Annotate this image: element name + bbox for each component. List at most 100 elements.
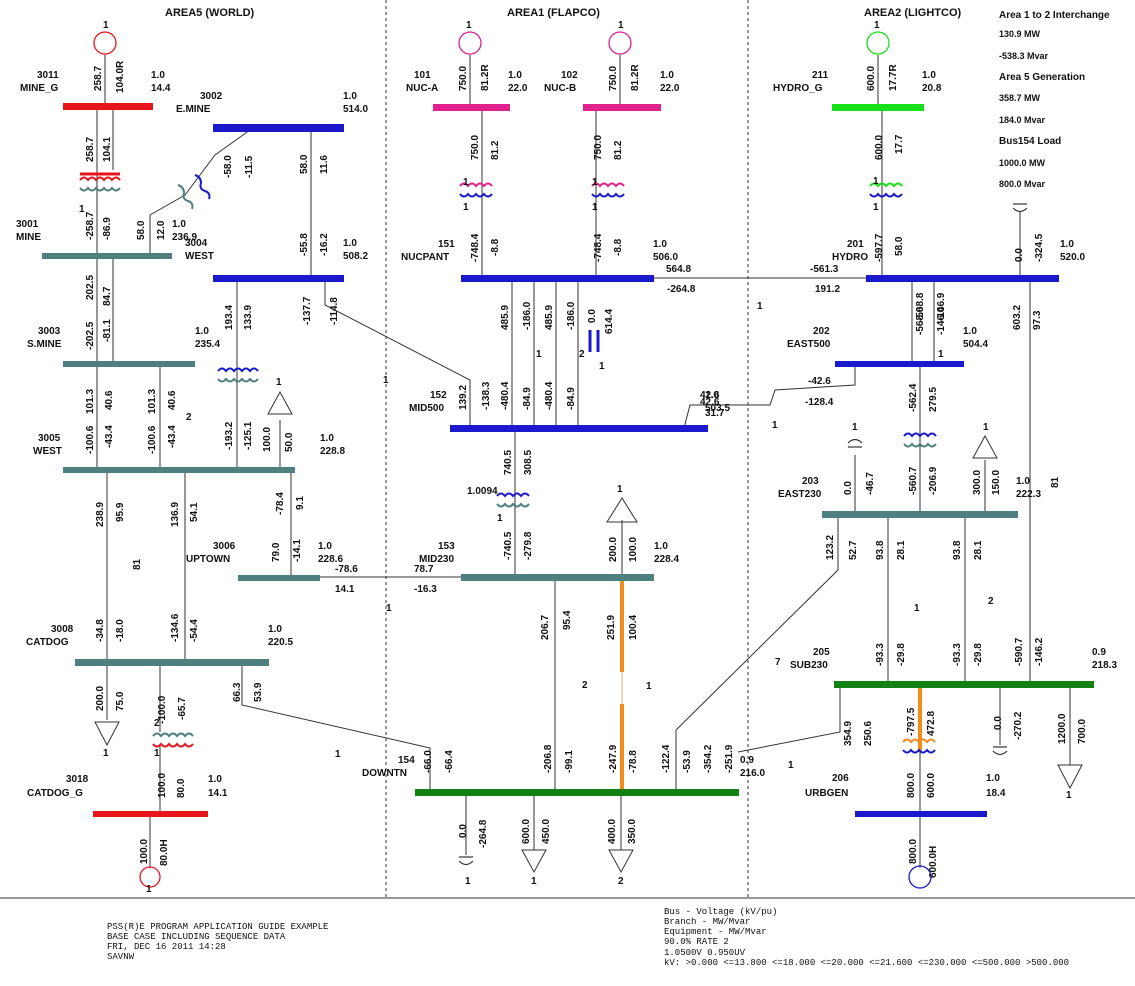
bus-3018-name: CATDOG_G xyxy=(27,788,83,799)
bus-3018-bar[interactable] xyxy=(93,811,208,817)
flow-value: 136.9 xyxy=(170,502,181,527)
shunt-151-icon[interactable] xyxy=(588,330,600,352)
bus-203-kv: 222.3 xyxy=(1016,489,1041,500)
load-3005-icon[interactable] xyxy=(267,390,293,415)
flow-value: -78.6 xyxy=(335,564,358,575)
footer-title-line: PSS(R)E PROGRAM APPLICATION GUIDE EXAMPL… xyxy=(107,922,328,932)
generators[interactable] xyxy=(93,31,932,889)
flow-value: 472.8 xyxy=(926,711,937,736)
equipment-id: 1 xyxy=(154,748,160,759)
shunt-154-icon[interactable] xyxy=(458,856,474,866)
bus-102-name: NUC-B xyxy=(544,83,576,94)
flow-value: 52.7 xyxy=(848,540,859,560)
equipment-id: 7 xyxy=(775,657,781,668)
bus-3011-pu: 1.0 xyxy=(151,70,165,81)
bus-201-bar[interactable] xyxy=(866,275,1059,282)
area-title-flapco: AREA1 (FLAPCO) xyxy=(507,7,600,19)
flow-value: 100.0 xyxy=(262,427,273,452)
bus-3005-bar[interactable] xyxy=(63,467,295,473)
bus-3006-bar[interactable] xyxy=(238,575,320,581)
equipment-id: 1 xyxy=(938,349,944,360)
generator-101-icon[interactable] xyxy=(458,31,482,55)
bus-3001-bar[interactable] xyxy=(42,253,172,259)
generator-211-icon[interactable] xyxy=(866,31,890,55)
bus-3002-bar[interactable] xyxy=(213,124,344,132)
bus-101-bar[interactable] xyxy=(433,104,510,111)
transformers[interactable] xyxy=(79,172,937,754)
generator-3018-icon[interactable] xyxy=(139,866,161,888)
flow-value: 200.0 xyxy=(95,686,106,711)
transformer-205-206-icon[interactable] xyxy=(902,738,936,754)
bus-3001-pu: 1.0 xyxy=(172,219,186,230)
shunts[interactable] xyxy=(458,203,1028,866)
bus-211-name: HYDRO_G xyxy=(773,83,823,94)
transformer-152-153-icon[interactable] xyxy=(496,492,530,508)
equipment-id: 81 xyxy=(1050,476,1061,488)
flow-value: 600.0 xyxy=(926,773,937,798)
flow-value: 12.0 xyxy=(156,220,167,240)
bus-153-bar[interactable] xyxy=(461,574,654,581)
load-153-icon[interactable] xyxy=(606,497,638,523)
bus-3004-bar[interactable] xyxy=(213,275,344,282)
bus-labels: 3011 MINE_G 1.0 14.4 3002 E.MINE 1.0 514… xyxy=(16,70,1117,799)
flow-value: -29.8 xyxy=(896,643,907,666)
transformer-3008-3018-icon[interactable] xyxy=(152,732,194,748)
flow-value: 78.7 xyxy=(414,564,434,575)
load-3008-icon[interactable] xyxy=(94,721,120,747)
transformer-211-icon[interactable] xyxy=(869,182,903,198)
bus-102-bar[interactable] xyxy=(583,104,661,111)
summary-line: Area 1 to 2 Interchange xyxy=(999,10,1110,21)
flow-value: -264.8 xyxy=(478,819,489,848)
transformer-101-icon[interactable] xyxy=(459,182,493,198)
loads[interactable] xyxy=(94,390,1083,874)
transformer-3001-3002-icon[interactable] xyxy=(177,174,211,210)
bus-151-bar[interactable] xyxy=(461,275,654,282)
transformer-202-203-icon[interactable] xyxy=(903,432,937,448)
shunt-201-icon[interactable] xyxy=(1012,203,1028,213)
bus-202-bar[interactable] xyxy=(835,361,964,367)
load-154b-icon[interactable] xyxy=(608,849,634,874)
flow-value: -560.7 xyxy=(908,466,919,495)
load-154a-icon[interactable] xyxy=(521,849,547,874)
generator-102-icon[interactable] xyxy=(608,31,632,55)
transformer-102-icon[interactable] xyxy=(591,182,625,198)
bus-3004-name: WEST xyxy=(185,251,214,262)
transformer-3011-icon[interactable] xyxy=(79,172,121,192)
kv-legend: kV: >0.000 <=13.800 <=18.000 <=20.000 <=… xyxy=(664,958,1069,968)
flow-value: 100.0 xyxy=(157,773,168,798)
bus-102-pu: 1.0 xyxy=(660,70,674,81)
flow-value: -34.8 xyxy=(95,619,106,642)
footer-title-line: FRI, DEC 16 2011 14:28 xyxy=(107,942,226,952)
bus-203-name: EAST230 xyxy=(778,489,822,500)
flow-value: 600.0 xyxy=(874,135,885,160)
flow-value: 42.6 xyxy=(700,397,720,408)
bus-206-bar[interactable] xyxy=(855,811,987,817)
bus-3018-kv: 14.1 xyxy=(208,788,228,799)
shunt-205-icon[interactable] xyxy=(992,746,1008,756)
flow-value: -137.7 xyxy=(302,296,313,325)
bus-203-bar[interactable] xyxy=(822,511,1018,518)
shunt-203-icon[interactable] xyxy=(847,438,863,448)
flow-value: -251.9 xyxy=(724,744,735,773)
generator-3011-icon[interactable] xyxy=(93,31,117,55)
bus-152-bar[interactable] xyxy=(450,425,708,432)
generator-206-icon[interactable] xyxy=(908,865,932,889)
bus-205-bar[interactable] xyxy=(834,681,1094,688)
bus-3008-bar[interactable] xyxy=(75,659,269,666)
flow-value: 139.2 xyxy=(458,385,469,410)
bus-211-bar[interactable] xyxy=(832,104,924,111)
bus-154-bar[interactable] xyxy=(415,789,739,796)
summary-line: 130.9 MW xyxy=(999,29,1041,39)
equipment-id: 1 xyxy=(618,20,624,31)
flow-value: 700.0 xyxy=(1077,719,1088,744)
busbars[interactable] xyxy=(42,103,1094,817)
bus-3003-bar[interactable] xyxy=(63,361,195,367)
bus-3008-number: 3008 xyxy=(51,624,74,635)
flow-value: 350.0 xyxy=(627,819,638,844)
bus-101-kv: 22.0 xyxy=(508,83,528,94)
load-203-icon[interactable] xyxy=(972,434,998,459)
transformer-3004-3003-icon[interactable] xyxy=(217,367,259,383)
bus-3011-bar[interactable] xyxy=(63,103,153,110)
load-205-icon[interactable] xyxy=(1057,764,1083,790)
flow-value: 191.2 xyxy=(815,284,840,295)
